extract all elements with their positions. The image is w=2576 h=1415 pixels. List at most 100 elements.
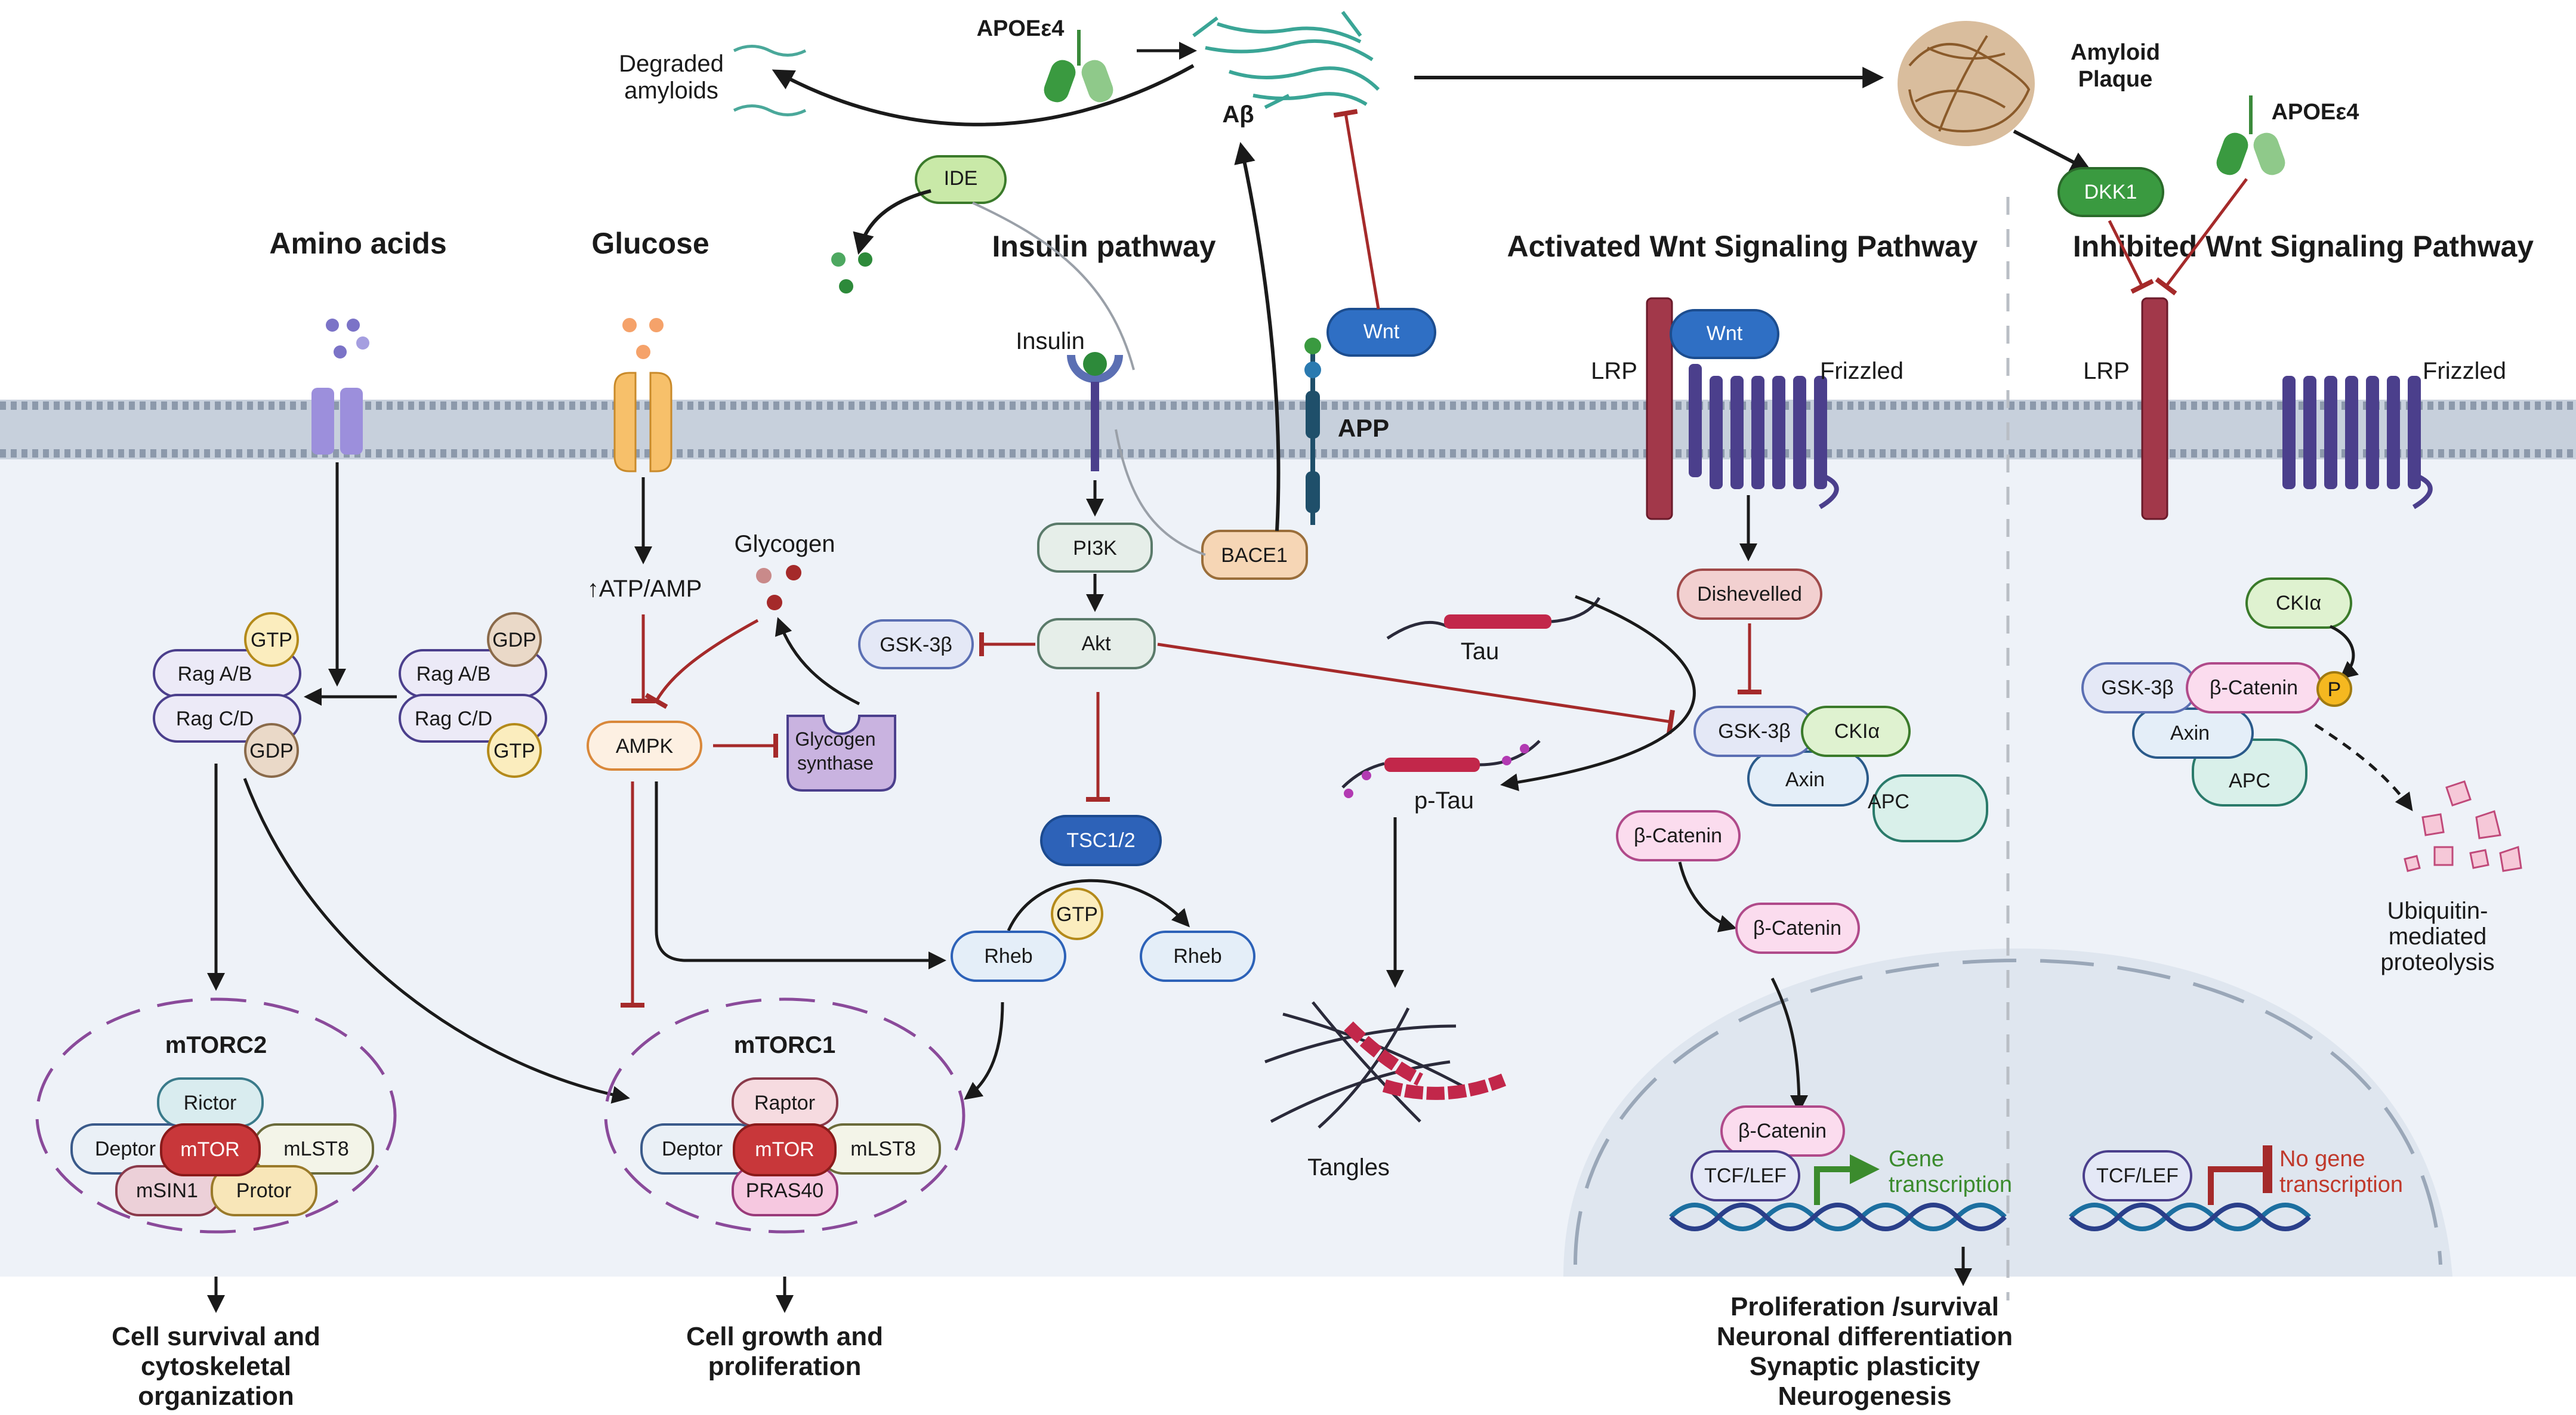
mtorc1-outcome-2: proliferation [708, 1352, 862, 1381]
glucose-particles [622, 318, 664, 359]
svg-text:synthase: synthase [797, 752, 874, 774]
frizzled-receptor-inhibited-icon [2282, 376, 2433, 509]
atp-amp-label: ↑ATP/AMP [587, 576, 702, 602]
svg-text:mSIN1: mSIN1 [136, 1179, 198, 1202]
svg-text:mLST8: mLST8 [283, 1138, 349, 1160]
svg-text:GSK-3β: GSK-3β [880, 634, 952, 656]
svg-text:Akt: Akt [1081, 632, 1111, 655]
svg-text:Protor: Protor [236, 1179, 292, 1202]
tangles-icon [1264, 1001, 1507, 1129]
beta-catenin-accumulating: β-Catenin [1735, 903, 1860, 954]
abeta-label: Aβ [1222, 101, 1254, 128]
svg-text:Rag C/D: Rag C/D [415, 708, 492, 730]
apoe4-protein-icon [1044, 30, 1113, 103]
header-amino-acids: Amino acids [269, 227, 446, 260]
glycogen-synthase-node: Glycogen synthase [786, 715, 896, 792]
destruction-complex-inhibited: APC Axin GSK-3β β-Catenin P [2081, 662, 2352, 807]
rag-complex-right: Rag A/B Rag C/D GDP GTP [399, 612, 547, 778]
apoe4-protein-right-icon [2216, 95, 2285, 175]
beta-catenin-nuclear: β-Catenin [1720, 1105, 1845, 1157]
tcf-lef-active: TCF/LEF [1690, 1150, 1800, 1201]
mtorc1-title: mTORC1 [734, 1032, 835, 1058]
ide-enzyme: IDE [915, 155, 1007, 204]
svg-text:Rag A/B: Rag A/B [178, 663, 252, 685]
degraded-amyloid-fragments [733, 45, 807, 116]
svg-text:GSK-3β: GSK-3β [1718, 720, 1791, 743]
lrp-receptor-active [1646, 297, 1673, 520]
svg-text:GTP: GTP [493, 740, 535, 762]
svg-text:AMPK: AMPK [616, 735, 674, 758]
gene-transcription-label-2: transcription [1889, 1172, 2012, 1197]
rag-complex-left: Rag A/B Rag C/D GTP GDP [153, 612, 301, 778]
svg-text:CKIα: CKIα [2276, 592, 2321, 614]
wnt-outcome-4: Neurogenesis [1778, 1382, 1952, 1411]
dna-helix-active-icon [1669, 1203, 2007, 1231]
cell-membrane [0, 400, 2576, 459]
wnt-ligand-top: Wnt [1326, 308, 1436, 357]
mtorc2-title: mTORC2 [165, 1032, 267, 1058]
frizzled-label-active: Frizzled [1820, 358, 1904, 384]
lrp-label-inhibited: LRP [2083, 358, 2130, 384]
mtorc2-outcome-2: cytoskeletal [141, 1352, 291, 1381]
frizzled-receptor-active-icon [1689, 364, 1839, 509]
amyloid-plaque-icon [1898, 21, 2035, 146]
header-inhibited-wnt: Inhibited Wnt Signaling Pathway [2073, 230, 2534, 263]
mtorc2-outcome-3: organization [138, 1382, 294, 1411]
mtorc2-complex: Rictor Deptor mLST8 mSIN1 Protor mTOR [70, 1077, 374, 1216]
proteolysis-label: Ubiquitin- [2387, 898, 2488, 924]
wnt-ligand-active: Wnt [1670, 309, 1779, 359]
tcf-lef-inhibited: TCF/LEF [2083, 1150, 2192, 1201]
svg-text:TCF/LEF: TCF/LEF [1704, 1164, 1787, 1187]
svg-text:IDE: IDE [944, 167, 978, 190]
wnt-outcome: Proliferation /survival [1730, 1292, 1999, 1321]
svg-text:Wnt: Wnt [1363, 320, 1400, 343]
wnt-outcome-2: Neuronal differentiation [1717, 1322, 2013, 1351]
ck1a-inhibited-node: CKIα [2245, 577, 2352, 629]
svg-text:BACE1: BACE1 [1221, 544, 1288, 567]
amyloid-plaque-label-2: Plaque [2078, 67, 2153, 92]
amino-acid-transporter-icon [311, 388, 363, 455]
lrp-receptor-inhibited [2141, 297, 2168, 520]
proteolysis-label-2: mediated [2389, 923, 2487, 950]
svg-text:APC: APC [2229, 770, 2270, 792]
mtorc2-outcome: Cell survival and [112, 1322, 320, 1351]
svg-text:Dishevelled: Dishevelled [1697, 583, 1802, 605]
svg-text:TCF/LEF: TCF/LEF [2096, 1164, 2179, 1187]
svg-text:mLST8: mLST8 [850, 1138, 916, 1160]
tau-label: Tau [1461, 638, 1500, 665]
app-label: APP [1338, 414, 1389, 442]
proteolysis-label-3: proteolysis [2380, 949, 2494, 975]
destruction-complex-active: APC Axin GSK-3β CKIα [1693, 706, 1988, 842]
protein-fragments-icon [2404, 780, 2522, 872]
svg-text:Deptor: Deptor [662, 1138, 723, 1160]
svg-text:mTOR: mTOR [180, 1138, 239, 1161]
apoe4-label: APOEε4 [977, 16, 1065, 41]
gsk3b-node-insulin: GSK-3β [858, 619, 974, 669]
dishevelled-node: Dishevelled [1677, 569, 1822, 620]
header-activated-wnt: Activated Wnt Signaling Pathway [1507, 230, 1978, 263]
beta-catenin-cytoplasm: β-Catenin [1616, 810, 1741, 861]
tangles-label: Tangles [1307, 1154, 1390, 1181]
mtorc1-complex: Raptor Deptor mLST8 PRAS40 mTOR [640, 1077, 941, 1216]
svg-text:Deptor: Deptor [95, 1138, 156, 1160]
svg-text:Rheb: Rheb [984, 945, 1032, 968]
rheb-inactive-node: Rheb [1140, 931, 1255, 982]
tsc12-node: TSC1/2 [1040, 815, 1162, 866]
app-protein-icon [1304, 338, 1321, 525]
no-gene-transcription-label-2: transcription [2279, 1172, 2403, 1197]
svg-text:Axin: Axin [2170, 722, 2210, 744]
ampk-node: AMPK [587, 721, 702, 771]
svg-text:Rag A/B: Rag A/B [417, 663, 491, 685]
mtorc1-boundary [604, 997, 965, 1234]
ptau-protein-icon [1341, 740, 1541, 798]
svg-text:mTOR: mTOR [755, 1138, 814, 1161]
svg-text:CKIα: CKIα [1834, 720, 1880, 743]
apoe4-label-right: APOEε4 [2272, 100, 2359, 125]
svg-text:P: P [2328, 678, 2341, 701]
dna-helix-inhibited-icon [2069, 1203, 2311, 1231]
svg-text:Axin: Axin [1785, 768, 1825, 791]
insulin-label: Insulin [1016, 328, 1085, 354]
svg-text:GSK-3β: GSK-3β [2101, 676, 2174, 699]
degraded-amyloids-label-2: amyloids [624, 78, 718, 104]
